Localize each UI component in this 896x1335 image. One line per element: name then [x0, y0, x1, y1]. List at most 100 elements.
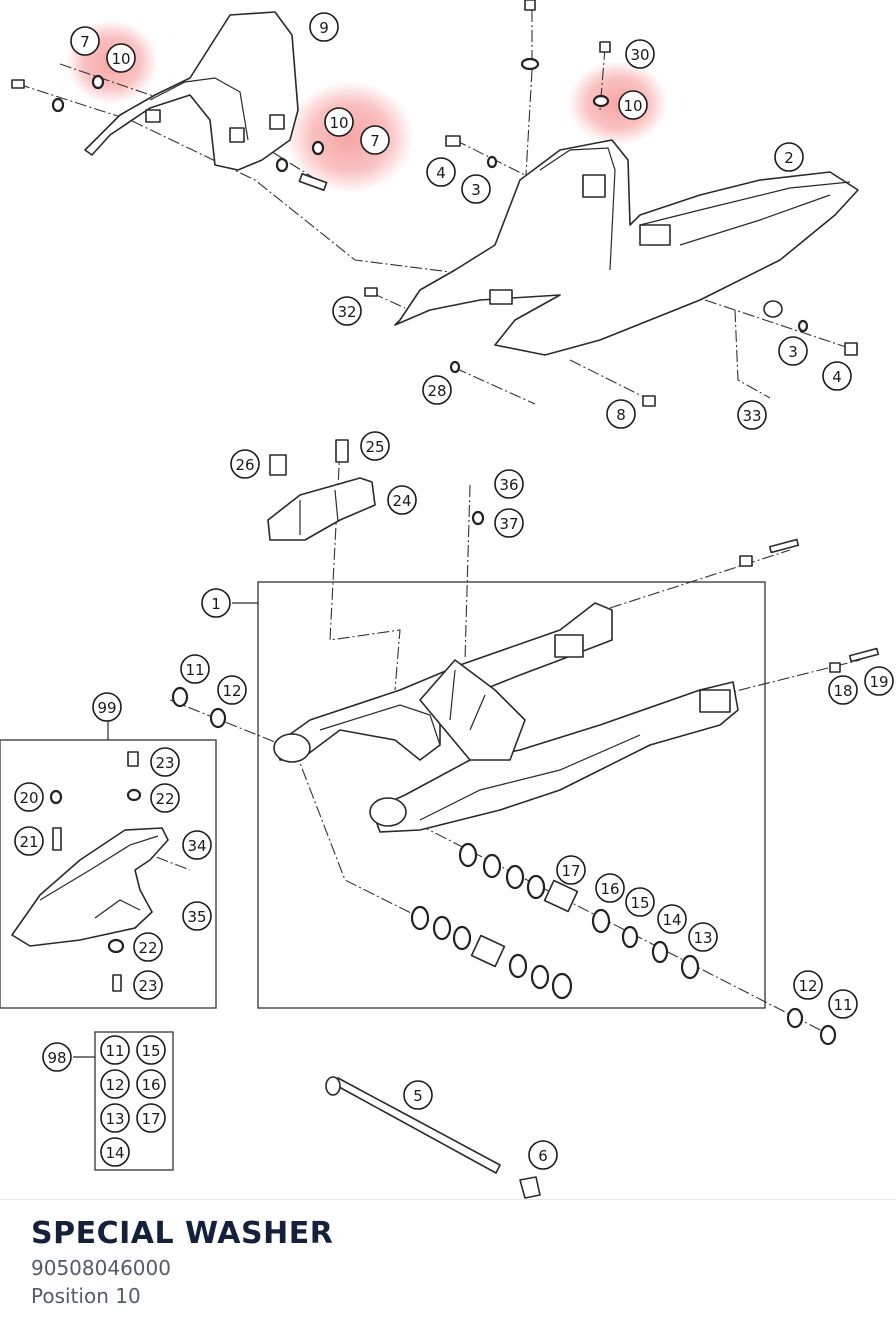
callout-number: 18 — [833, 682, 852, 700]
callout-number: 10 — [623, 97, 642, 115]
callout-number: 23 — [138, 977, 157, 995]
callout-12: 12 — [100, 1069, 130, 1099]
callout-number: 11 — [833, 996, 852, 1014]
part-number: 90508046000 — [31, 1256, 171, 1280]
callout-number: 34 — [187, 837, 206, 855]
callout-number: 17 — [141, 1110, 160, 1128]
callout-number: 99 — [97, 699, 116, 717]
swingarm-box — [257, 581, 766, 1009]
callout-37: 37 — [494, 508, 524, 538]
callout-13: 13 — [688, 922, 718, 952]
callout-16: 16 — [595, 873, 625, 903]
callout-34: 34 — [182, 830, 212, 860]
callout-number: 3 — [471, 181, 481, 199]
part-name: SPECIAL WASHER — [31, 1216, 334, 1251]
callout-12: 12 — [217, 675, 247, 705]
callout-14: 14 — [657, 904, 687, 934]
callout-number: 19 — [869, 673, 888, 691]
exploded-parts-diagram: 7109107301043232342883326252436371111299… — [0, 0, 894, 1199]
callout-30: 30 — [625, 39, 655, 69]
callout-number: 37 — [499, 515, 518, 533]
rear-fender-part — [394, 139, 859, 356]
callout-18: 18 — [828, 675, 858, 705]
callout-number: 25 — [365, 438, 384, 456]
callout-1: 1 — [201, 588, 231, 618]
callout-35: 35 — [182, 901, 212, 931]
callout-5: 5 — [403, 1080, 433, 1110]
callout-15: 15 — [136, 1035, 166, 1065]
axle-part — [325, 1076, 541, 1199]
part-position: Position 10 — [31, 1284, 141, 1308]
swingarm-part — [273, 602, 739, 833]
callout-number: 21 — [19, 833, 38, 851]
callout-98: 98 — [42, 1042, 72, 1072]
callout-number: 13 — [105, 1110, 124, 1128]
callout-28: 28 — [422, 375, 452, 405]
callout-number: 30 — [630, 46, 649, 64]
callout-7: 7 — [360, 125, 390, 155]
callout-10: 10 — [618, 90, 648, 120]
callout-36: 36 — [494, 469, 524, 499]
callout-2: 2 — [774, 142, 804, 172]
callout-8: 8 — [606, 399, 636, 429]
seat-cowl-part — [84, 11, 299, 171]
callout-4: 4 — [426, 157, 456, 187]
callout-number: 28 — [427, 382, 446, 400]
callout-32: 32 — [332, 296, 362, 326]
callout-number: 32 — [337, 303, 356, 321]
callout-number: 9 — [319, 19, 329, 37]
callout-number: 7 — [80, 33, 90, 51]
callout-15: 15 — [625, 887, 655, 917]
callout-number: 2 — [784, 149, 794, 167]
callout-number: 20 — [19, 789, 38, 807]
callout-number: 6 — [538, 1147, 548, 1165]
callout-20: 20 — [14, 782, 44, 812]
callout-6: 6 — [528, 1140, 558, 1170]
callout-14: 14 — [100, 1137, 130, 1167]
callout-number: 22 — [155, 790, 174, 808]
callout-number: 8 — [616, 406, 626, 424]
callout-number: 12 — [222, 682, 241, 700]
callout-22: 22 — [150, 783, 180, 813]
callout-number: 33 — [742, 407, 761, 425]
callout-16: 16 — [136, 1069, 166, 1099]
callout-number: 3 — [788, 343, 798, 361]
callout-11: 11 — [828, 989, 858, 1019]
callout-number: 12 — [105, 1076, 124, 1094]
chain-guard-part — [267, 454, 376, 541]
part-info-panel: SPECIAL WASHER 90508046000 Position 10 — [31, 1214, 871, 1310]
callout-13: 13 — [100, 1103, 130, 1133]
callout-number: 11 — [185, 661, 204, 679]
callout-number: 11 — [105, 1042, 124, 1060]
callout-11: 11 — [180, 654, 210, 684]
highlight-glow — [286, 81, 414, 193]
callout-number: 15 — [141, 1042, 160, 1060]
callout-number: 16 — [600, 880, 619, 898]
callout-number: 36 — [499, 476, 518, 494]
callout-99: 99 — [92, 692, 122, 722]
bearing-stacks — [171, 686, 837, 1046]
callout-number: 98 — [47, 1049, 66, 1067]
callout-number: 17 — [561, 862, 580, 880]
callout-4: 4 — [822, 361, 852, 391]
callout-24: 24 — [387, 485, 417, 515]
callout-number: 23 — [155, 754, 174, 772]
callout-17: 17 — [136, 1103, 166, 1133]
highlight-glow — [568, 61, 668, 145]
callout-23: 23 — [133, 970, 163, 1000]
assembly-lines — [17, 10, 861, 1036]
callout-22: 22 — [133, 932, 163, 962]
callout-21: 21 — [14, 826, 44, 856]
callout-19: 19 — [864, 666, 894, 696]
callout-number: 7 — [370, 132, 380, 150]
callout-number: 26 — [235, 456, 254, 474]
small-hardware — [11, 0, 880, 992]
callout-3: 3 — [778, 336, 808, 366]
callout-9: 9 — [309, 12, 339, 42]
callout-17: 17 — [556, 855, 586, 885]
callout-number: 22 — [138, 939, 157, 957]
callout-number: 5 — [413, 1087, 423, 1105]
callout-25: 25 — [360, 431, 390, 461]
callout-number: 15 — [630, 894, 649, 912]
